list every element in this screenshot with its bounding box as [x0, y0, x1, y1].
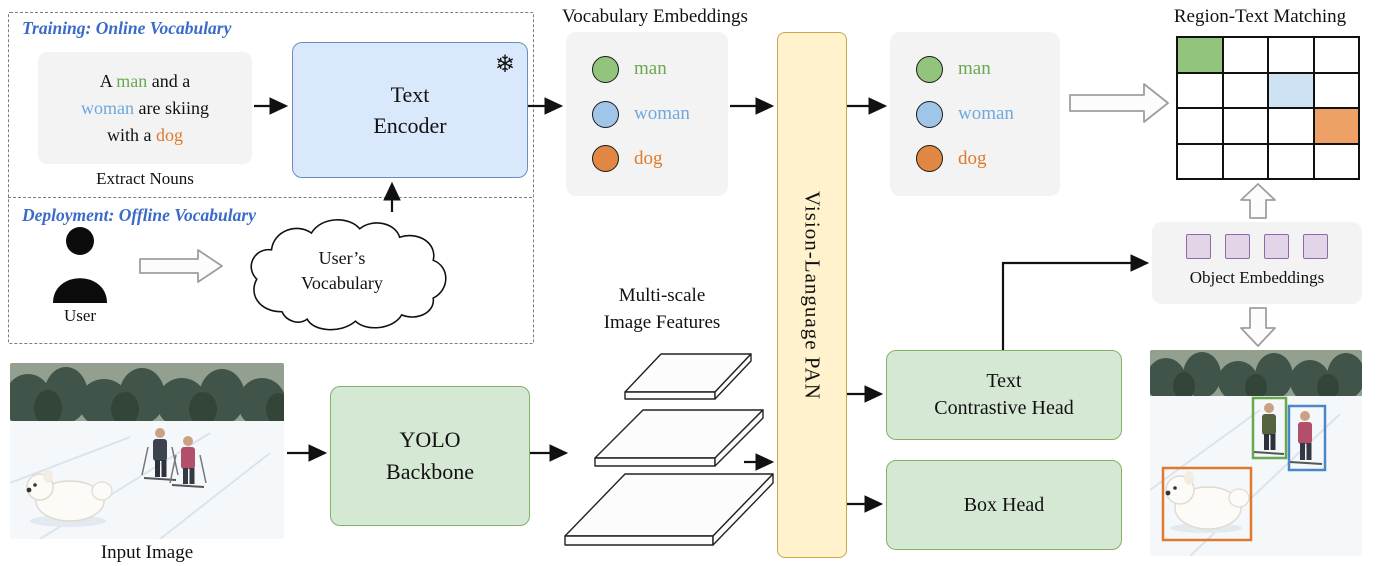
object-embedding-square — [1225, 234, 1250, 259]
region-text-grid-cell — [1222, 72, 1268, 108]
noun-man: man — [116, 70, 148, 91]
yolo-backbone-node: YOLO Backbone — [330, 386, 530, 526]
region-text-grid-cell — [1268, 143, 1314, 179]
multiscale-features-label: Multi-scale Image Features — [603, 285, 721, 333]
object-embeddings-label: Object Embeddings — [1189, 268, 1325, 287]
vocabulary-embeddings-title: Vocabulary Embeddings — [562, 6, 748, 27]
vocabulary-embeddings-box-pre-pan: man woman dog — [566, 32, 728, 196]
noun-woman: woman — [81, 97, 134, 118]
vision-language-pan-node: Vision-Language PAN — [777, 32, 847, 558]
arrow-contrastive-head-to-object-embeddings — [1001, 254, 1150, 350]
region-text-grid-cell — [1313, 72, 1359, 108]
vocab-label-woman: woman — [634, 103, 690, 124]
input-image — [10, 363, 284, 539]
input-sentence: A man and a woman are skiing with a dog — [38, 52, 252, 164]
bbox-woman — [1287, 404, 1327, 472]
region-text-grid-cell — [1268, 37, 1314, 73]
vocab-row-man: man — [890, 55, 1060, 83]
sentence-line-1: A man and a — [99, 70, 191, 91]
block-arrow-embeddings-to-grid — [1069, 83, 1169, 123]
region-text-grid-cell — [1313, 143, 1359, 179]
block-arrow-object-embeddings-to-grid — [1240, 183, 1276, 219]
region-text-grid-cell — [1268, 72, 1314, 108]
user-label: User — [63, 306, 97, 325]
detected-dog — [1165, 471, 1250, 533]
bbox-dog — [1161, 466, 1253, 542]
vocabulary-cloud-icon — [250, 219, 447, 331]
region-text-grid-cell — [1177, 72, 1223, 108]
multiscale-feature-maps — [564, 353, 774, 546]
region-text-grid-cell — [1177, 143, 1223, 179]
woman-embedding-circle-icon — [592, 100, 619, 128]
text-contrastive-head-node: Text Contrastive Head — [886, 350, 1122, 440]
region-text-grid-cell — [1268, 108, 1314, 144]
bbox-man — [1251, 396, 1288, 460]
block-arrow-object-embeddings-to-image — [1240, 307, 1276, 347]
vocab-label-dog: dog — [634, 147, 663, 169]
vocabulary-embeddings-box-post-pan: man woman dog — [890, 32, 1060, 196]
region-text-grid-cell — [1177, 37, 1223, 73]
vocab-row-man: man — [566, 55, 728, 83]
object-embedding-square — [1264, 234, 1289, 259]
pan-label: Vision-Language PAN — [800, 190, 825, 400]
region-text-matching-title: Region-Text Matching — [1173, 6, 1347, 27]
region-text-grid-cell — [1222, 37, 1268, 73]
region-text-grid — [1176, 36, 1360, 180]
deployment-header: Deployment: Offline Vocabulary — [22, 205, 256, 225]
text-encoder-label-line2: Encoder — [373, 113, 447, 138]
dog-figure — [26, 469, 113, 527]
vocab-row-dog: dog — [566, 145, 728, 173]
object-embeddings-box: Object Embeddings — [1152, 222, 1362, 304]
text-encoder-label-line1: Text — [390, 82, 430, 107]
sentence-line-2: woman are skiing — [81, 97, 209, 118]
extract-nouns-label: Extract Nouns — [96, 169, 194, 188]
region-text-grid-cell — [1313, 37, 1359, 73]
dashed-divider — [8, 197, 532, 198]
region-text-grid-cell — [1222, 143, 1268, 179]
skier-2 — [169, 436, 207, 488]
sentence-line-3: with a dog — [107, 124, 183, 145]
vocab-row-woman: woman — [566, 100, 728, 128]
vocab-row-woman: woman — [890, 100, 1060, 128]
dog-embedding-circle-icon — [592, 145, 619, 173]
object-embedding-square — [1186, 234, 1211, 259]
vocab-label-woman: woman — [958, 103, 1014, 124]
input-image-label: Input Image — [100, 542, 194, 563]
detected-person-1 — [1253, 403, 1285, 455]
vocab-label-man: man — [958, 58, 991, 80]
man-embedding-circle-icon — [592, 55, 619, 83]
vocab-label-man: man — [634, 58, 667, 80]
region-text-grid-cell — [1313, 108, 1359, 144]
output-image — [1150, 350, 1362, 556]
box-head-node: Box Head — [886, 460, 1122, 550]
user-icon — [53, 227, 107, 303]
woman-embedding-circle-icon — [916, 100, 943, 128]
detected-person-2 — [1289, 411, 1323, 465]
region-text-grid-cell — [1222, 108, 1268, 144]
user-vocabulary-label: User’s Vocabulary — [301, 248, 383, 293]
snowflake-icon: ❄ — [494, 50, 515, 78]
text-encoder-node: ❄ Text Encoder — [292, 42, 528, 178]
noun-dog: dog — [156, 124, 183, 145]
training-header: Training: Online Vocabulary — [22, 18, 232, 38]
vocab-row-dog: dog — [890, 145, 1060, 173]
region-text-grid-cell — [1177, 108, 1223, 144]
object-embeddings-squares — [1152, 234, 1362, 259]
vocabulary-dashed-container — [8, 12, 534, 344]
vocab-label-dog: dog — [958, 147, 987, 169]
man-embedding-circle-icon — [916, 55, 943, 83]
dog-embedding-circle-icon — [916, 145, 943, 173]
object-embedding-square — [1303, 234, 1328, 259]
